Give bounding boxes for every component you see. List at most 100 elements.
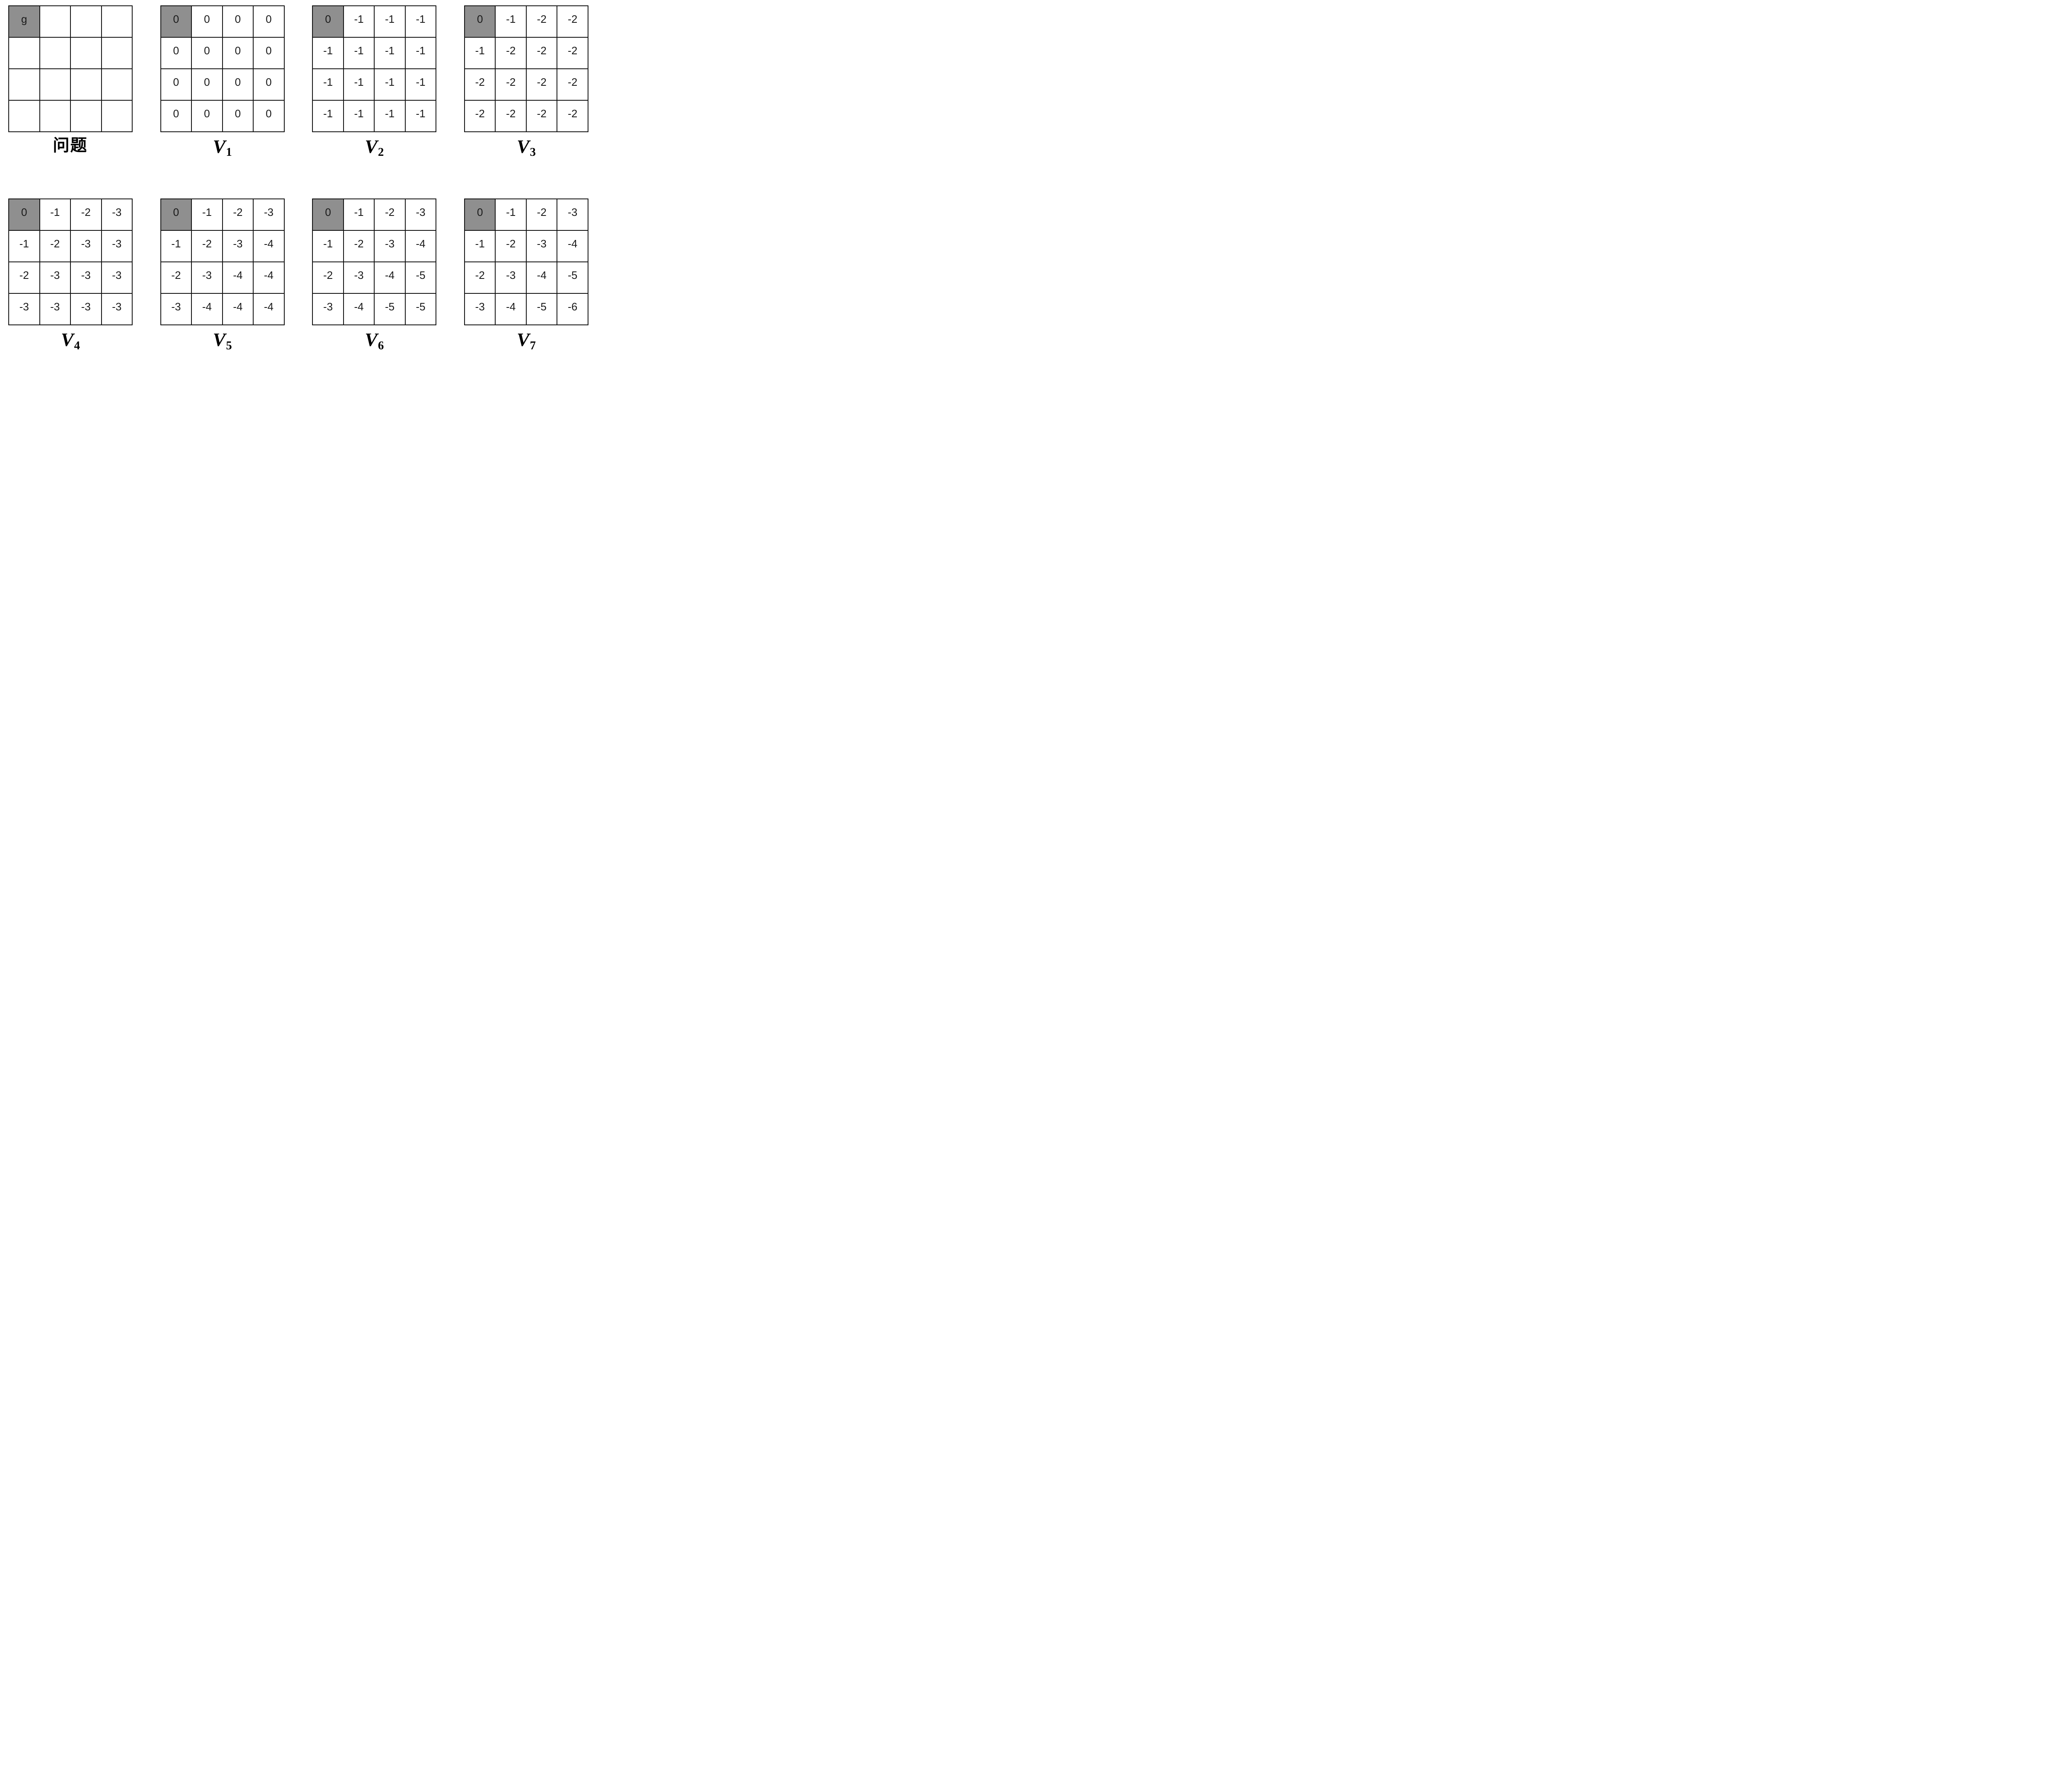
grid-label: V7 [464, 329, 588, 352]
cell-V7-r1c0: -1 [464, 230, 496, 262]
cell-V7-r2c0: -2 [464, 262, 496, 294]
grid-label: V3 [464, 136, 588, 159]
grid-V2: 0-1-1-1-1-1-1-1-1-1-1-1-1-1-1-1 [312, 5, 437, 132]
cell-V3-r2c2: -2 [526, 69, 557, 100]
cell-V1-r3c3: 0 [253, 100, 284, 132]
cell-V3-r1c2: -2 [526, 37, 557, 69]
cell-V5-r2c0: -2 [160, 262, 192, 294]
grid-V6: 0-1-2-3-1-2-3-4-2-3-4-5-3-4-5-5 [312, 198, 437, 326]
cell-V3-r1c0: -1 [464, 37, 496, 69]
cell-problem-r3c2 [70, 100, 102, 132]
cell-V6-r1c2: -3 [374, 230, 405, 262]
cell-V3-r3c1: -2 [495, 100, 526, 132]
cell-V6-r1c1: -2 [343, 230, 375, 262]
grid-label-subscript: 2 [378, 146, 384, 159]
cell-V2-r1c1: -1 [343, 37, 375, 69]
cell-problem-r1c1 [39, 37, 70, 69]
cell-V1-r2c2: 0 [222, 69, 254, 100]
cell-V4-r3c3: -3 [101, 293, 132, 325]
cell-V7-r3c0: -3 [464, 293, 496, 325]
cell-V1-r3c1: 0 [191, 100, 223, 132]
cell-V6-r1c0: -1 [312, 230, 344, 262]
cell-V6-r2c3: -5 [405, 262, 436, 294]
cell-V2-r0c3: -1 [405, 6, 436, 37]
cell-V5-r1c1: -2 [191, 230, 223, 262]
cell-problem-r2c3 [101, 69, 132, 100]
figure-V3: 0-1-2-2-1-2-2-2-2-2-2-2-2-2-2-2 V3 [464, 5, 588, 159]
cell-V6-r3c2: -5 [374, 293, 405, 325]
grid-V5: 0-1-2-3-1-2-3-4-2-3-4-4-3-4-4-4 [160, 198, 285, 326]
cell-V6-r2c1: -3 [343, 262, 375, 294]
grid-label-subscript: 7 [530, 339, 536, 352]
cell-V4-r0c0: 0 [9, 199, 40, 231]
grid-label-subscript: 3 [530, 146, 536, 159]
cell-V6-r3c3: -5 [405, 293, 436, 325]
cell-V1-r0c0: 0 [160, 6, 192, 37]
grid-label: V1 [160, 136, 285, 159]
figure-V5: 0-1-2-3-1-2-3-4-2-3-4-4-3-4-4-4 V5 [160, 198, 285, 352]
cell-V2-r2c3: -1 [405, 69, 436, 100]
cell-V2-r1c0: -1 [312, 37, 344, 69]
cell-V4-r1c3: -3 [101, 230, 132, 262]
cell-V4-r0c3: -3 [101, 199, 132, 231]
grid-label: V5 [160, 329, 285, 352]
cell-V2-r0c0: 0 [312, 6, 344, 37]
cell-V7-r1c1: -2 [495, 230, 526, 262]
cell-problem-r3c1 [39, 100, 70, 132]
cell-problem-r1c0 [9, 37, 40, 69]
cell-V6-r0c0: 0 [312, 199, 344, 231]
cell-V1-r2c0: 0 [160, 69, 192, 100]
cell-V3-r0c2: -2 [526, 6, 557, 37]
cell-V6-r0c2: -2 [374, 199, 405, 231]
cell-V6-r3c1: -4 [343, 293, 375, 325]
cell-V4-r1c1: -2 [39, 230, 70, 262]
figures-row-2: 0-1-2-3-1-2-3-3-2-3-3-3-3-3-3-3 V4 0-1-2… [8, 198, 588, 352]
cell-V2-r0c2: -1 [374, 6, 405, 37]
cell-V2-r2c2: -1 [374, 69, 405, 100]
grid-label: V4 [8, 329, 133, 352]
figure-V2: 0-1-1-1-1-1-1-1-1-1-1-1-1-1-1-1 V2 [312, 5, 437, 159]
cell-V4-r2c3: -3 [101, 262, 132, 294]
cell-V1-r0c2: 0 [222, 6, 254, 37]
cell-V5-r0c3: -3 [253, 199, 284, 231]
grid-label-subscript: 6 [378, 339, 384, 352]
grid-label: V2 [312, 136, 436, 159]
cell-V5-r2c3: -4 [253, 262, 284, 294]
cell-V1-r3c0: 0 [160, 100, 192, 132]
cell-problem-r3c3 [101, 100, 132, 132]
figure-V4: 0-1-2-3-1-2-3-3-2-3-3-3-3-3-3-3 V4 [8, 198, 133, 352]
cell-V4-r1c0: -1 [9, 230, 40, 262]
figure-problem: g 问题 [8, 5, 133, 159]
cell-problem-r2c0 [9, 69, 40, 100]
cell-V5-r0c2: -2 [222, 199, 254, 231]
cell-V6-r1c3: -4 [405, 230, 436, 262]
cell-V5-r1c2: -3 [222, 230, 254, 262]
grid-label-main: 问题 [53, 136, 88, 155]
cell-V2-r2c1: -1 [343, 69, 375, 100]
cell-V5-r0c0: 0 [160, 199, 192, 231]
cell-problem-r0c1 [39, 6, 70, 37]
cell-V1-r2c1: 0 [191, 69, 223, 100]
grid-label-main: V [213, 329, 226, 351]
cell-V7-r3c2: -5 [526, 293, 557, 325]
cell-V3-r1c3: -2 [557, 37, 588, 69]
grid-label-main: V [516, 136, 530, 157]
cell-V7-r2c3: -5 [557, 262, 588, 294]
cell-V4-r3c1: -3 [39, 293, 70, 325]
cell-problem-r0c2 [70, 6, 102, 37]
grid-label-main: V [61, 329, 74, 351]
cell-V4-r0c1: -1 [39, 199, 70, 231]
cell-V1-r0c3: 0 [253, 6, 284, 37]
cell-V4-r2c0: -2 [9, 262, 40, 294]
cell-V3-r1c1: -2 [495, 37, 526, 69]
cell-V5-r2c1: -3 [191, 262, 223, 294]
cell-V3-r0c0: 0 [464, 6, 496, 37]
grid-label-subscript: 1 [226, 146, 232, 159]
grid-V4: 0-1-2-3-1-2-3-3-2-3-3-3-3-3-3-3 [8, 198, 133, 326]
cell-V2-r2c0: -1 [312, 69, 344, 100]
grid-V3: 0-1-2-2-1-2-2-2-2-2-2-2-2-2-2-2 [464, 5, 588, 132]
cell-problem-r2c1 [39, 69, 70, 100]
